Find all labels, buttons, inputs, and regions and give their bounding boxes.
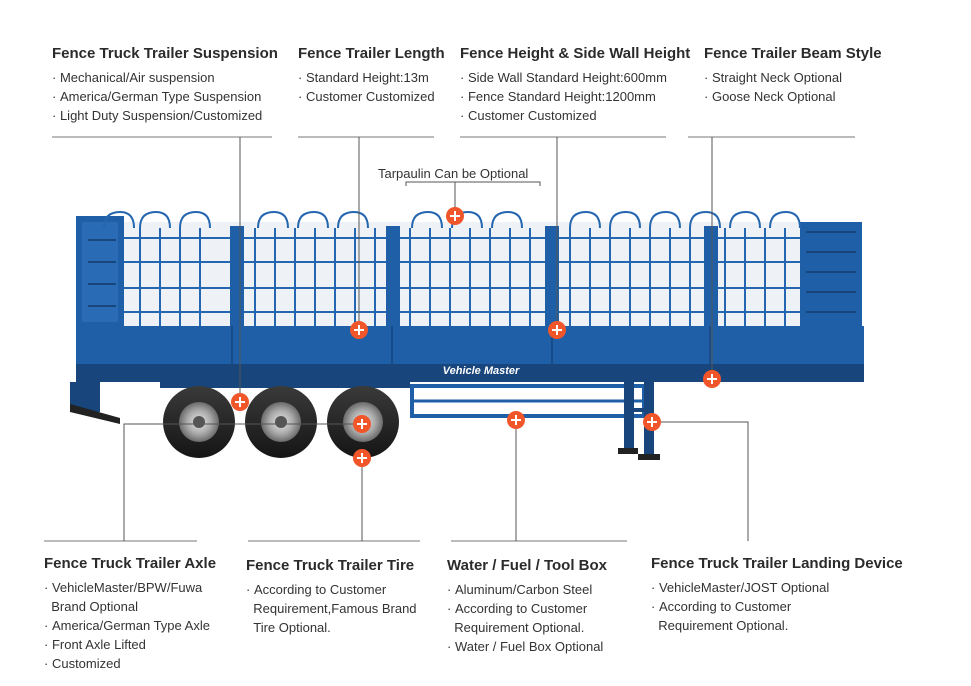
beam-item: Goose Neck Optional [704, 87, 882, 106]
beam-item: Straight Neck Optional [704, 68, 882, 87]
axle-item: Front Axle Lifted [44, 635, 216, 654]
landing-item: According to Customer [651, 597, 903, 616]
suspension-item: Light Duty Suspension/Customized [52, 106, 278, 125]
landing-item: Requirement Optional. [658, 618, 789, 633]
marker-suspension [231, 393, 249, 411]
marker-beam [703, 370, 721, 388]
suspension-block: Fence Truck Trailer Suspension Mechanica… [52, 45, 278, 125]
tire-item: Requirement,Famous Brand [253, 601, 417, 616]
height-item: Fence Standard Height:1200mm [460, 87, 690, 106]
landing-item: VehicleMaster/JOST Optional [651, 578, 903, 597]
marker-tire [353, 449, 371, 467]
tarpaulin-label: Tarpaulin Can be Optional [378, 166, 529, 181]
header-rules [44, 136, 855, 542]
height-title: Fence Height & Side Wall Height [460, 45, 691, 62]
toolbox-item: Water / Fuel Box Optional [447, 637, 607, 656]
axle-item: VehicleMaster/BPW/Fuwa [44, 578, 216, 597]
tire-title: Fence Truck Trailer Tire [246, 557, 415, 574]
landing-title: Fence Truck Trailer Landing Device [651, 555, 903, 572]
axle-title: Fence Truck Trailer Axle [44, 555, 217, 572]
height-block: Fence Height & Side Wall Height Side Wal… [460, 45, 690, 125]
feature-markers [231, 207, 721, 467]
toolbox-block: Water / Fuel / Tool Box Aluminum/Carbon … [447, 557, 607, 656]
toolbox-title: Water / Fuel / Tool Box [447, 557, 608, 574]
landing-block: Fence Truck Trailer Landing Device Vehic… [651, 555, 903, 635]
marker-axle [353, 415, 371, 433]
tire-item: Tire Optional. [253, 620, 331, 635]
height-item: Customer Customized [460, 106, 690, 125]
beam-title: Fence Trailer Beam Style [704, 45, 882, 62]
tire-block: Fence Truck Trailer Tire According to Cu… [246, 557, 417, 637]
leader-lines [123, 137, 749, 541]
trailer-side-wall [76, 326, 864, 370]
length-item: Standard Height:13m [298, 68, 445, 87]
axle-item: Customized [44, 654, 216, 673]
marker-landing [643, 413, 661, 431]
marker-height [548, 321, 566, 339]
tire-item: According to Customer [246, 580, 417, 599]
marker-toolbox [507, 411, 525, 429]
length-block: Fence Trailer Length Standard Height:13m… [298, 45, 445, 106]
toolbox-item: Requirement Optional. [454, 620, 585, 635]
toolbox-item: According to Customer [447, 599, 607, 618]
axle-item: America/German Type Axle [44, 616, 216, 635]
trailer-fence [76, 210, 862, 330]
suspension-item: America/German Type Suspension [52, 87, 278, 106]
beam-block: Fence Trailer Beam Style Straight Neck O… [704, 45, 882, 106]
height-item: Side Wall Standard Height:600mm [460, 68, 690, 87]
toolbox-item: Aluminum/Carbon Steel [447, 580, 607, 599]
brand-text: Vehicle Master [443, 365, 520, 377]
axle-block: Fence Truck Trailer Axle VehicleMaster/B… [44, 555, 216, 673]
marker-tarpaulin [446, 207, 464, 225]
axle-item: Brand Optional [51, 599, 138, 614]
suspension-item: Mechanical/Air suspension [52, 68, 278, 87]
length-item: Customer Customized [298, 87, 445, 106]
marker-length [350, 321, 368, 339]
suspension-title: Fence Truck Trailer Suspension [52, 45, 278, 62]
length-title: Fence Trailer Length [298, 45, 445, 62]
